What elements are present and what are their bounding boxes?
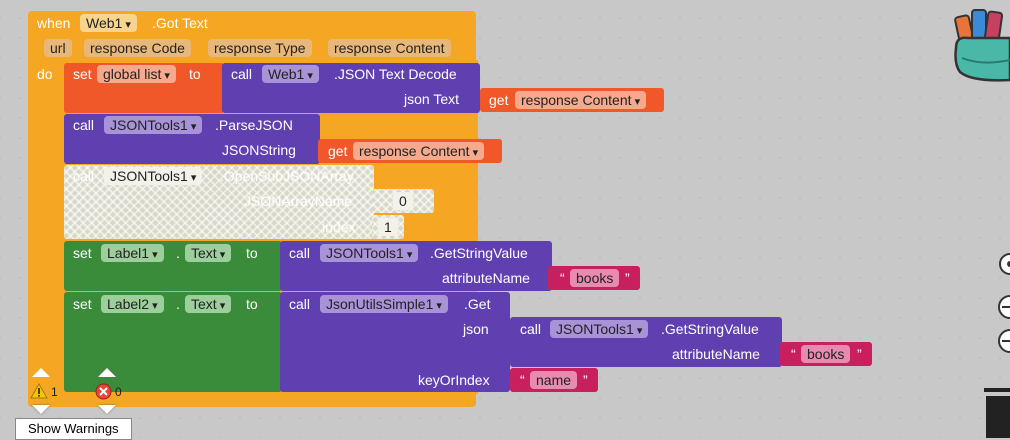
open-sub-arg1-value[interactable]: 0 bbox=[393, 192, 413, 210]
decode-call-label: call bbox=[231, 66, 253, 82]
gsv2-component-dropdown[interactable]: JSONTools1 bbox=[550, 320, 649, 338]
get-var-dropdown-2[interactable]: response Content bbox=[353, 142, 485, 160]
set-label2-set-label: set bbox=[73, 296, 92, 312]
gsv2-arg-value[interactable]: books bbox=[801, 345, 851, 363]
open-sub-method-label: .OpenSubJSONArray bbox=[220, 168, 354, 184]
set-label2-to-label: to bbox=[246, 296, 258, 312]
zoom-in-icon[interactable] bbox=[993, 294, 1010, 320]
gsv2-call-label: call bbox=[520, 321, 542, 337]
set-global-set-label: set bbox=[73, 66, 92, 82]
decode-arg-label: json Text bbox=[404, 91, 459, 107]
set-label2-component-dropdown[interactable]: Label2 bbox=[101, 295, 164, 313]
gsv1-call-label: call bbox=[289, 245, 311, 261]
jus-arg2-value[interactable]: name bbox=[530, 371, 578, 389]
jus-arg2-close-quote: ” bbox=[583, 372, 588, 388]
open-sub-arg1-label: JSONArrayName bbox=[244, 193, 353, 209]
jus-call-label: call bbox=[289, 296, 311, 312]
param-response-code[interactable]: response Code bbox=[84, 39, 191, 57]
zoom-out-icon[interactable] bbox=[993, 328, 1010, 354]
open-sub-arg2-label: index bbox=[322, 219, 356, 235]
event-name-label: .Got Text bbox=[152, 15, 208, 31]
get-label-1: get bbox=[489, 92, 509, 108]
error-count: 0 bbox=[115, 385, 122, 399]
trash-icon[interactable] bbox=[980, 384, 1010, 438]
gsv1-arg-value[interactable]: books bbox=[570, 269, 620, 287]
open-sub-component-dropdown[interactable]: JSONTools1 bbox=[104, 167, 203, 185]
error-nav-down-icon[interactable] bbox=[98, 405, 116, 414]
parse-method-label: .ParseJSON bbox=[215, 117, 293, 133]
get-label-2: get bbox=[328, 143, 348, 159]
decode-component-dropdown[interactable]: Web1 bbox=[262, 65, 319, 83]
set-label1-set-label: set bbox=[73, 245, 92, 261]
event-do-label: do bbox=[37, 66, 53, 82]
jus-arg2-label: keyOrIndex bbox=[418, 372, 490, 388]
gsv1-open-quote: “ bbox=[560, 270, 565, 286]
warning-count: 1 bbox=[51, 385, 58, 399]
set-label1-dot: . bbox=[176, 245, 180, 261]
gsv1-close-quote: ” bbox=[625, 270, 630, 286]
error-nav-up-icon[interactable] bbox=[98, 368, 116, 377]
decode-method-label: .JSON Text Decode bbox=[334, 66, 457, 82]
set-label1-to-label: to bbox=[246, 245, 258, 261]
set-global-to-label: to bbox=[189, 66, 201, 82]
param-response-content[interactable]: response Content bbox=[328, 39, 451, 57]
show-warnings-button[interactable]: Show Warnings bbox=[15, 418, 132, 440]
warning-nav-down-icon[interactable] bbox=[32, 405, 50, 414]
parse-call-label: call bbox=[73, 117, 95, 133]
set-label1-prop-dropdown[interactable]: Text bbox=[185, 244, 232, 262]
gsv2-method-label: .GetStringValue bbox=[661, 321, 759, 337]
set-global-var-dropdown[interactable]: global list bbox=[97, 65, 176, 83]
param-response-type[interactable]: response Type bbox=[208, 39, 312, 57]
jus-component-dropdown[interactable]: JsonUtilsSimple1 bbox=[320, 295, 448, 313]
parse-component-dropdown[interactable]: JSONTools1 bbox=[104, 116, 203, 134]
jus-arg2-open-quote: “ bbox=[520, 372, 525, 388]
backpack-icon[interactable] bbox=[952, 2, 1010, 82]
gsv2-close-quote: ” bbox=[857, 346, 862, 362]
error-icon bbox=[95, 383, 112, 400]
open-sub-call-label: call bbox=[73, 168, 95, 184]
warning-icon bbox=[30, 383, 48, 399]
set-label1-component-dropdown[interactable]: Label1 bbox=[101, 244, 164, 262]
warning-nav-up-icon[interactable] bbox=[32, 368, 50, 377]
get-var-dropdown-1[interactable]: response Content bbox=[515, 91, 647, 109]
event-when-label: when bbox=[37, 15, 71, 31]
open-sub-arg2-value[interactable]: 1 bbox=[378, 218, 398, 236]
parse-arg-label: JSONString bbox=[222, 142, 296, 158]
recenter-icon[interactable] bbox=[996, 252, 1010, 276]
set-label2-dot: . bbox=[176, 296, 180, 312]
jus-arg1-label: json bbox=[463, 321, 489, 337]
gsv2-arg-label: attributeName bbox=[672, 346, 760, 362]
param-url[interactable]: url bbox=[44, 39, 72, 57]
jus-method-label: .Get bbox=[464, 296, 491, 312]
gsv1-arg-label: attributeName bbox=[442, 270, 530, 286]
gsv1-component-dropdown[interactable]: JSONTools1 bbox=[320, 244, 419, 262]
event-component-dropdown[interactable]: Web1 bbox=[80, 14, 137, 32]
gsv2-open-quote: “ bbox=[791, 346, 796, 362]
set-label2-prop-dropdown[interactable]: Text bbox=[185, 295, 232, 313]
gsv1-method-label: .GetStringValue bbox=[430, 245, 528, 261]
